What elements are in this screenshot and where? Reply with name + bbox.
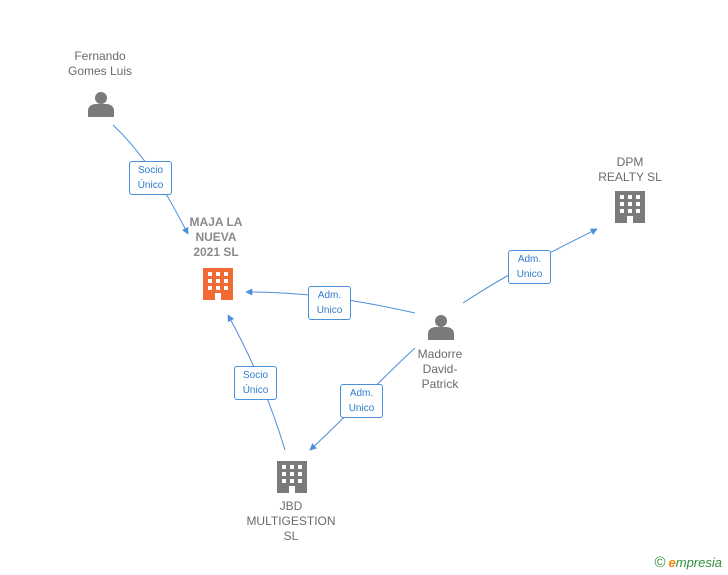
edge-label-madorre-maja: Adm. Unico [308,286,351,320]
copyright-icon: © [654,554,666,571]
building-icon[interactable] [615,191,645,223]
building-icon[interactable] [277,461,307,493]
edge-label-madorre-jbd: Adm. Unico [340,384,383,418]
node-label-jbd[interactable]: JBD MULTIGESTION SL [246,499,336,543]
person-icon[interactable] [428,315,454,340]
node-label-dpm[interactable]: DPM REALTY SL [598,155,662,184]
node-label-maja[interactable]: MAJA LA NUEVA 2021 SL [189,215,243,259]
edge-label-jbd-maja: Socio Único [234,366,277,400]
brand-logo: ©empresia [654,554,722,571]
edge-label-fernando-maja: Socio Único [129,161,172,195]
building-icon[interactable] [203,268,233,300]
brand-name: mpresia [675,555,722,570]
node-label-madorre[interactable]: Madorre David- Patrick [417,347,463,391]
person-icon[interactable] [88,92,114,117]
edge-label-madorre-dpm: Adm. Unico [508,250,551,284]
node-label-fernando[interactable]: Fernando Gomes Luis [67,49,133,78]
brand-e: e [668,555,676,570]
